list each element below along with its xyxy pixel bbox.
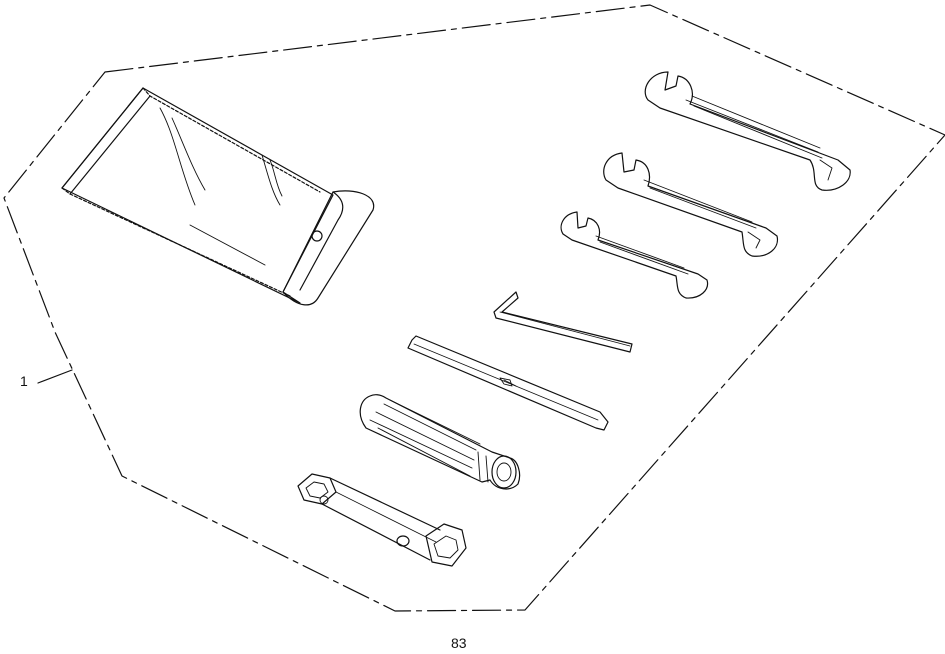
spark-plug-socket-wrench bbox=[297, 473, 467, 567]
snap-button bbox=[311, 230, 323, 242]
small-double-open-end-wrench bbox=[560, 211, 709, 299]
tool-pouch bbox=[61, 87, 375, 306]
medium-double-open-end-wrench bbox=[603, 152, 779, 257]
part-callout-number: 1 bbox=[20, 373, 28, 389]
callout-leader bbox=[37, 369, 73, 384]
screwdriver-shaft bbox=[407, 335, 609, 431]
large-double-open-end-wrench bbox=[644, 71, 851, 191]
page-number: 83 bbox=[451, 635, 467, 651]
screwdriver-handle bbox=[359, 394, 521, 490]
tommy-bar-hole bbox=[396, 535, 410, 547]
hex-key bbox=[493, 291, 633, 353]
kit-boundary bbox=[3, 4, 945, 612]
